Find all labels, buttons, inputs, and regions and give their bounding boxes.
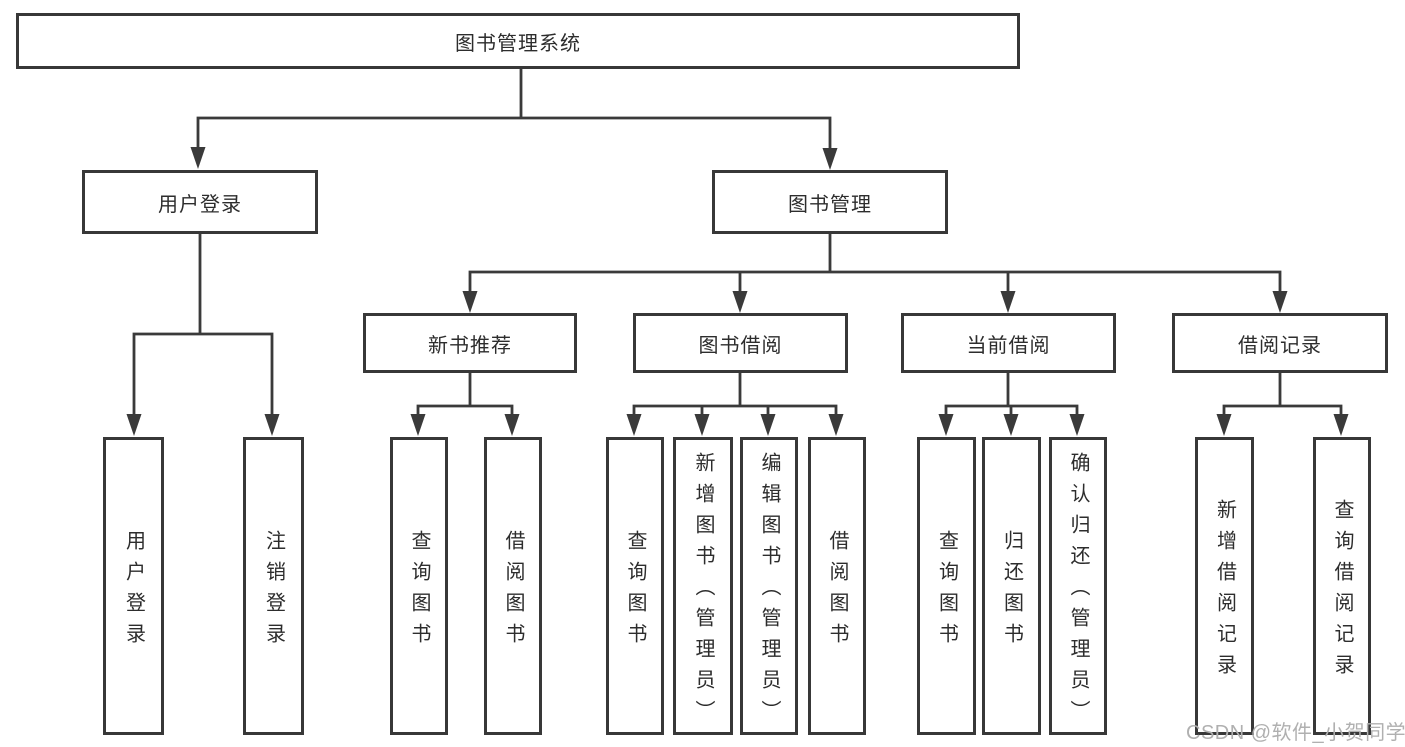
leaf-user-login-label: 用户登录 [122, 529, 145, 654]
leaf-borrow-books-recommend-label: 借阅图书 [502, 529, 524, 654]
arrowhead [1216, 414, 1232, 436]
arrowhead [1069, 414, 1085, 436]
leaf-query-borrow-record-label: 查询借阅记录 [1331, 498, 1353, 685]
leaf-query-books-current: 查询图书 [917, 437, 976, 735]
node-system-root: 图书管理系统 [16, 13, 1020, 69]
node-user-login-branch-label: 用户登录 [158, 193, 242, 216]
leaf-query-books-borrowing-label: 查询图书 [624, 529, 646, 654]
leaf-edit-books-admin-label: 编辑图书（管理员） [758, 452, 780, 731]
leaf-return-books-label: 归还图书 [1000, 529, 1023, 654]
arrowhead [410, 414, 426, 436]
leaf-query-books-recommend-label: 查询图书 [408, 529, 430, 654]
leaf-borrow-books: 借阅图书 [808, 437, 866, 735]
leaf-borrow-books-label: 借阅图书 [826, 529, 848, 654]
leaf-logout-label: 注销登录 [262, 529, 285, 654]
node-book-management: 图书管理 [712, 170, 948, 234]
leaf-edit-books-admin: 编辑图书（管理员） [740, 437, 798, 735]
node-system-root-label: 图书管理系统 [455, 32, 581, 55]
leaf-return-books: 归还图书 [982, 437, 1041, 735]
arrowhead [1003, 414, 1019, 436]
arrowhead [828, 414, 844, 436]
node-borrowing-records: 借阅记录 [1172, 313, 1388, 373]
watermark: CSDN @软件_小贺同学 [1186, 722, 1405, 744]
leaf-confirm-return-admin-label: 确认归还（管理员） [1067, 452, 1089, 731]
arrowhead [190, 147, 206, 169]
node-current-borrowing: 当前借阅 [901, 313, 1116, 373]
node-book-borrowing-label: 图书借阅 [698, 334, 783, 357]
leaf-query-books-recommend: 查询图书 [390, 437, 448, 735]
arrowhead [760, 414, 776, 436]
leaf-add-borrow-record-label: 新增借阅记录 [1213, 498, 1236, 685]
arrowhead [732, 291, 748, 313]
arrowhead [938, 414, 954, 436]
leaf-add-books-admin: 新增图书（管理员） [673, 437, 733, 735]
leaf-confirm-return-admin: 确认归还（管理员） [1049, 437, 1107, 735]
arrowhead [264, 414, 280, 436]
arrowhead [504, 414, 520, 436]
node-current-borrowing-label: 当前借阅 [966, 334, 1051, 357]
arrowhead [1333, 414, 1349, 436]
node-new-book-recommend: 新书推荐 [363, 313, 577, 373]
leaf-add-borrow-record: 新增借阅记录 [1195, 437, 1254, 735]
leaf-logout: 注销登录 [243, 437, 304, 735]
arrowhead [1272, 291, 1288, 313]
leaf-borrow-books-recommend: 借阅图书 [484, 437, 542, 735]
node-borrowing-records-label: 借阅记录 [1238, 334, 1322, 357]
arrowhead [822, 148, 838, 170]
leaf-query-books-current-label: 查询图书 [935, 529, 958, 654]
node-book-management-label: 图书管理 [788, 193, 872, 216]
leaf-query-books-borrowing: 查询图书 [606, 437, 664, 735]
leaf-user-login: 用户登录 [103, 437, 164, 735]
arrowhead [1000, 291, 1016, 313]
arrowhead [462, 291, 478, 313]
node-user-login-branch: 用户登录 [82, 170, 318, 234]
arrowhead [626, 414, 642, 436]
arrowhead [694, 414, 710, 436]
node-new-book-recommend-label: 新书推荐 [428, 334, 512, 357]
arrowhead [126, 414, 142, 436]
leaf-add-books-admin-label: 新增图书（管理员） [692, 452, 714, 731]
node-book-borrowing: 图书借阅 [633, 313, 848, 373]
leaf-query-borrow-record: 查询借阅记录 [1313, 437, 1371, 735]
